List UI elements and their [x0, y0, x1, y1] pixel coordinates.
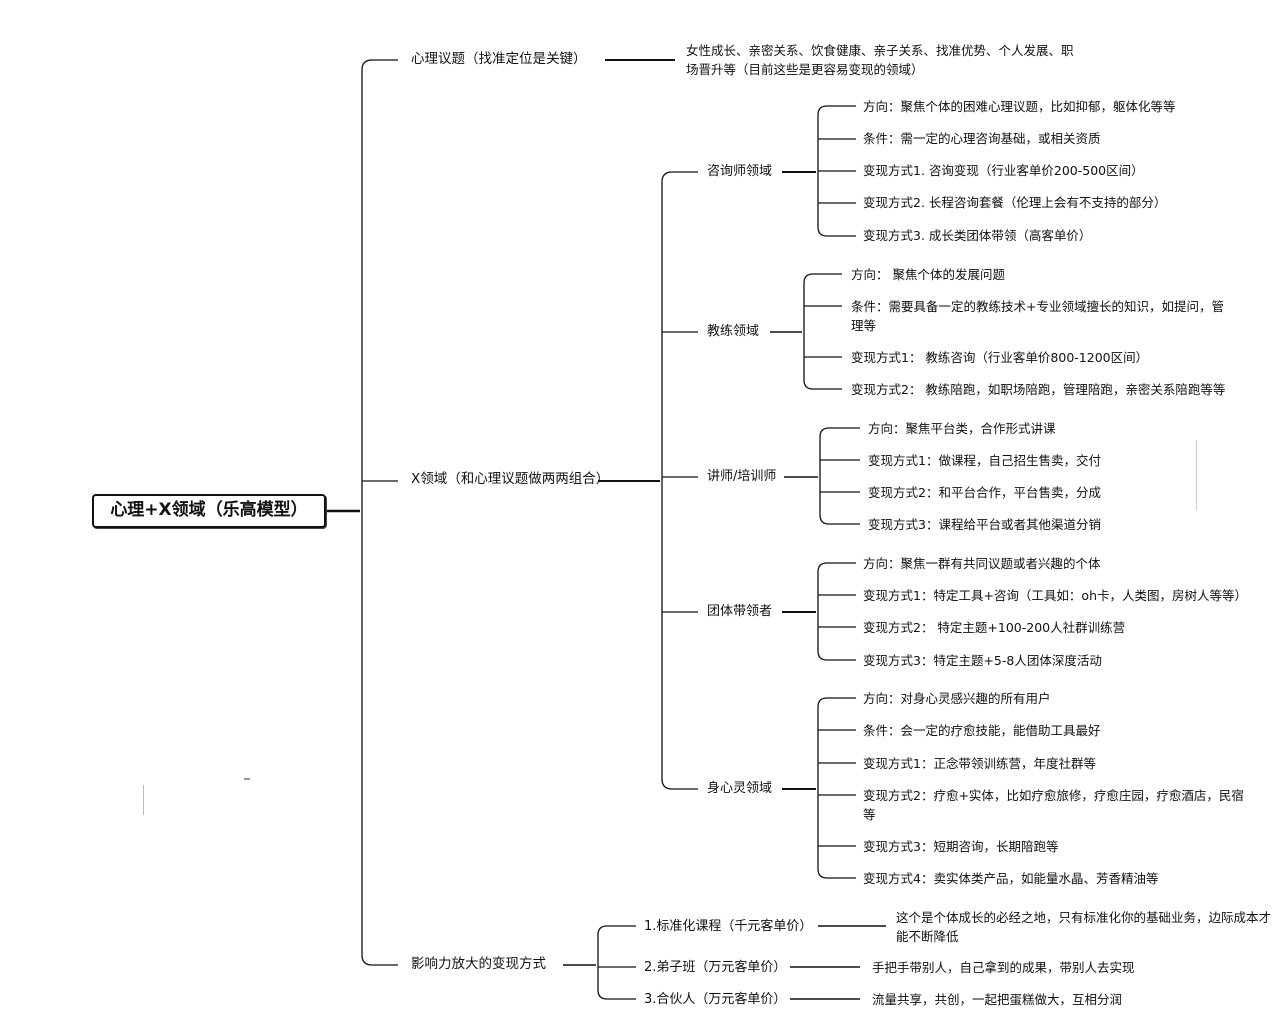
connector-line	[597, 989, 636, 1000]
connector-line	[597, 925, 636, 936]
spirit-item[interactable]: 变现方式4：卖实体类产品，如能量水晶、芳香精油等	[863, 871, 1159, 886]
connector-line	[817, 697, 856, 708]
influence-item-partner[interactable]: 3.合伙人（万元客单价）	[644, 992, 787, 1007]
connector-line	[817, 226, 856, 237]
consultant-item[interactable]: 方向：聚焦个体的困难心理议题，比如抑郁，躯体化等等	[863, 99, 1176, 114]
group-coach[interactable]: 教练领域	[707, 324, 760, 339]
influence-detail-partner[interactable]: 流量共享，共创，一起把蛋糕做大，互相分润	[872, 992, 1123, 1007]
influence-item-disciples[interactable]: 2.弟子班（万元客单价）	[644, 960, 787, 975]
connector-line	[661, 778, 698, 790]
connector-line	[361, 59, 398, 71]
connector-line	[817, 650, 856, 661]
consultant-item[interactable]: 变现方式2. 长程咨询套餐（伦理上会有不支持的部分）	[863, 195, 1167, 210]
lecturer-item[interactable]: 变现方式2：和平台合作，平台售卖，分成	[868, 485, 1101, 500]
coach-item[interactable]: 方向： 聚焦个体的发展问题	[851, 267, 1005, 282]
connector-line	[661, 171, 698, 183]
scan-speck	[1196, 440, 1197, 510]
influence-item-course[interactable]: 1.标准化课程（千元客单价）	[644, 919, 813, 934]
team-item[interactable]: 变现方式3：特定主题+5-8人团体深度活动	[863, 653, 1102, 668]
connector-line	[817, 562, 856, 573]
root-node[interactable]: 心理+X领域（乐高模型）	[92, 494, 326, 528]
connector-line	[819, 427, 860, 438]
lecturer-item[interactable]: 变现方式1：做课程，自己招生售卖，交付	[868, 453, 1101, 468]
connector-line	[803, 273, 842, 284]
scan-speck	[244, 778, 250, 780]
team-item[interactable]: 方向：聚焦一群有共同议题或者兴趣的个体	[863, 556, 1101, 571]
group-team-leader[interactable]: 团体带领者	[707, 604, 773, 619]
scan-speck	[143, 785, 144, 815]
branch-x-field[interactable]: X领域（和心理议题做两两组合）	[411, 471, 610, 487]
influence-detail-course[interactable]: 这个是个体成长的必经之地，只有标准化你的基础业务，边际成本才能不断降低	[896, 910, 1272, 944]
coach-item[interactable]: 变现方式2： 教练陪跑，如职场陪跑，管理陪跑，亲密关系陪跑等等	[851, 382, 1226, 397]
lecturer-item[interactable]: 变现方式3：课程给平台或者其他渠道分销	[868, 517, 1101, 532]
spirit-item[interactable]: 变现方式3：短期咨询，长期陪跑等	[863, 839, 1059, 854]
consultant-item[interactable]: 变现方式1. 咨询变现（行业客单价200-500区间）	[863, 163, 1144, 178]
coach-item[interactable]: 变现方式1： 教练咨询（行业客单价800-1200区间）	[851, 350, 1149, 365]
connector-line	[819, 514, 860, 525]
spirit-item[interactable]: 方向：对身心灵感兴趣的所有用户	[863, 691, 1051, 706]
connector-line	[817, 868, 856, 879]
team-item[interactable]: 变现方式2： 特定主题+100-200人社群训练营	[863, 620, 1126, 635]
connector-line	[817, 105, 856, 116]
influence-detail-disciples[interactable]: 手把手带别人，自己拿到的成果，带别人去实现	[872, 960, 1135, 975]
coach-item[interactable]: 条件：需要具备一定的教练技术+专业领域擅长的知识，如提问，管理等	[851, 299, 1224, 333]
connector-line	[803, 379, 842, 390]
connector-line	[361, 954, 398, 966]
spirit-item[interactable]: 变现方式2：疗愈+实体，比如疗愈旅修，疗愈庄园，疗愈酒店，民宿等	[863, 788, 1244, 822]
group-mind-body-spirit[interactable]: 身心灵领域	[707, 781, 773, 796]
group-lecturer[interactable]: 讲师/培训师	[707, 469, 777, 484]
team-item[interactable]: 变现方式1：特定工具+咨询（工具如：oh卡，人类图，房树人等等）	[863, 588, 1247, 603]
branch-topic[interactable]: 心理议题（找准定位是关键）	[411, 51, 587, 67]
group-consultant[interactable]: 咨询师领域	[707, 164, 773, 179]
spirit-item[interactable]: 变现方式1：正念带领训练营，年度社群等	[863, 756, 1096, 771]
spirit-item[interactable]: 条件：会一定的疗愈技能，能借助工具最好	[863, 723, 1101, 738]
branch-influence[interactable]: 影响力放大的变现方式	[411, 956, 546, 972]
consultant-item[interactable]: 变现方式3. 成长类团体带领（高客单价）	[863, 228, 1092, 243]
lecturer-item[interactable]: 方向：聚焦平台类，合作形式讲课	[868, 421, 1056, 436]
consultant-item[interactable]: 条件：需一定的心理咨询基础，或相关资质	[863, 131, 1101, 146]
topic-detail[interactable]: 女性成长、亲密关系、饮食健康、亲子关系、找准优势、个人发展、职场晋升等（目前这些…	[686, 43, 1074, 77]
